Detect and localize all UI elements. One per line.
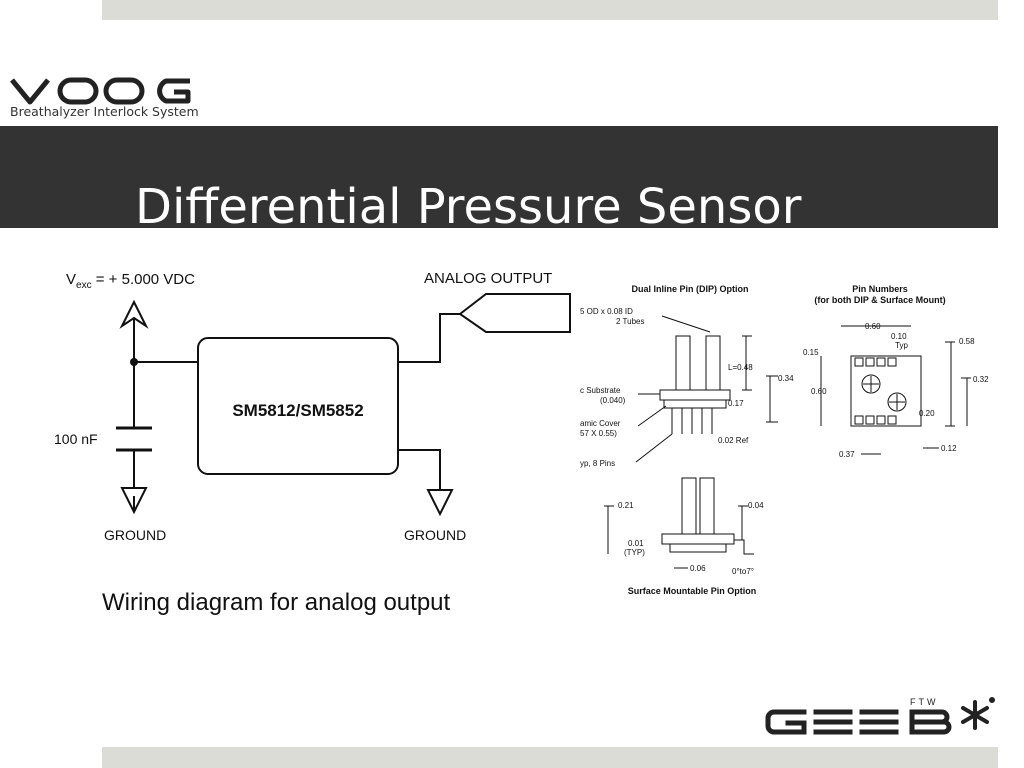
smt-title: Surface Mountable Pin Option	[628, 586, 757, 596]
pins-port-1	[861, 374, 881, 394]
pins-body	[850, 355, 922, 427]
junction-dot	[130, 358, 138, 366]
pins-012: 0.12	[941, 444, 957, 453]
pins-020: 0.20	[919, 409, 935, 418]
asterisk-icon	[961, 700, 989, 730]
capacitor-label: 100 nF	[54, 431, 98, 447]
pins-010: 0.10	[891, 332, 907, 341]
geeks-sup: FTW	[910, 697, 939, 707]
dip-l-dim: L=0.48	[728, 363, 753, 372]
pins-title-2: (for both DIP & Surface Mount)	[814, 295, 945, 305]
dip-substrate-1: c Substrate	[580, 386, 621, 395]
dip-tubes-1: 5 OD x 0.08 ID	[580, 307, 633, 316]
pins-032: 0.32	[973, 375, 989, 384]
vexc-label: Vexc = + 5.000 VDC	[66, 271, 195, 291]
dip-pins8: yp, 8 Pins	[580, 459, 615, 468]
smt-typ: (TYP)	[624, 548, 645, 557]
surface-mount-drawing: 0.21 0.04 0.01 (TYP) 0.06 0°to7° Surface…	[604, 477, 764, 596]
smt-body	[661, 533, 735, 545]
chip-box	[197, 337, 399, 475]
dip-cover-1: amic Cover	[580, 419, 621, 428]
pins-058: 0.58	[959, 337, 975, 346]
dip-tube-left	[675, 335, 691, 391]
dip-body	[659, 389, 731, 401]
dip-tube-right	[705, 335, 721, 391]
wiring-caption: Wiring diagram for analog output	[102, 589, 451, 616]
ground-label-right: GROUND	[404, 527, 466, 543]
pins-037: 0.37	[839, 450, 855, 459]
top-band	[102, 0, 998, 20]
dip-substrate-2: (0.040)	[600, 396, 626, 405]
ground-label-left: GROUND	[104, 527, 166, 543]
smt-021: 0.21	[618, 501, 634, 510]
analog-output-label: ANALOG OUTPUT	[424, 270, 552, 287]
analog-output-connector	[458, 293, 571, 333]
dip-title: Dual Inline Pin (DIP) Option	[632, 284, 749, 294]
dip-option-drawing: Dual Inline Pin (DIP) Option 5 OD x 0.08…	[580, 284, 794, 468]
pins-015: 0.15	[803, 348, 819, 357]
dip-ref: 0.02 Ref	[718, 436, 749, 445]
ground-arrow-left	[120, 487, 148, 515]
smt-angle: 0°to7°	[732, 567, 754, 576]
title-bar	[0, 126, 998, 228]
geeks-logo: FTW	[765, 697, 995, 735]
dip-017: 0.17	[728, 399, 744, 408]
dip-034: 0.34	[778, 374, 794, 383]
bottom-band	[102, 747, 998, 768]
dip-tubes-2: 2 Tubes	[616, 317, 644, 326]
pins-port-2	[887, 392, 907, 412]
pin-numbers-drawing: Pin Numbers (for both DIP & Surface Moun…	[803, 284, 989, 459]
smt-001: 0.01	[628, 539, 644, 548]
smt-004: 0.04	[748, 501, 764, 510]
pins-title-1: Pin Numbers	[852, 284, 908, 294]
smt-tube-left	[681, 477, 697, 535]
smt-006: 0.06	[690, 564, 706, 573]
wiring-diagram: Vexc = + 5.000 VDC ANALOG OUTPUT SM5812/…	[54, 270, 571, 616]
logo-subtitle: Breathalyzer Interlock System	[10, 104, 199, 119]
dip-cover-2: 57 X 0.55)	[580, 429, 617, 438]
voog-logo	[10, 77, 191, 105]
pins-060: 0.60	[865, 322, 881, 331]
pins-typ: Typ	[895, 341, 908, 350]
pins-060v: 0.60	[811, 387, 827, 396]
page-title: Differential Pressure Sensor	[135, 179, 802, 236]
ground-arrow-right	[426, 489, 454, 517]
smt-tube-right	[699, 477, 715, 535]
chip-label: SM5812/SM5852	[232, 401, 363, 420]
